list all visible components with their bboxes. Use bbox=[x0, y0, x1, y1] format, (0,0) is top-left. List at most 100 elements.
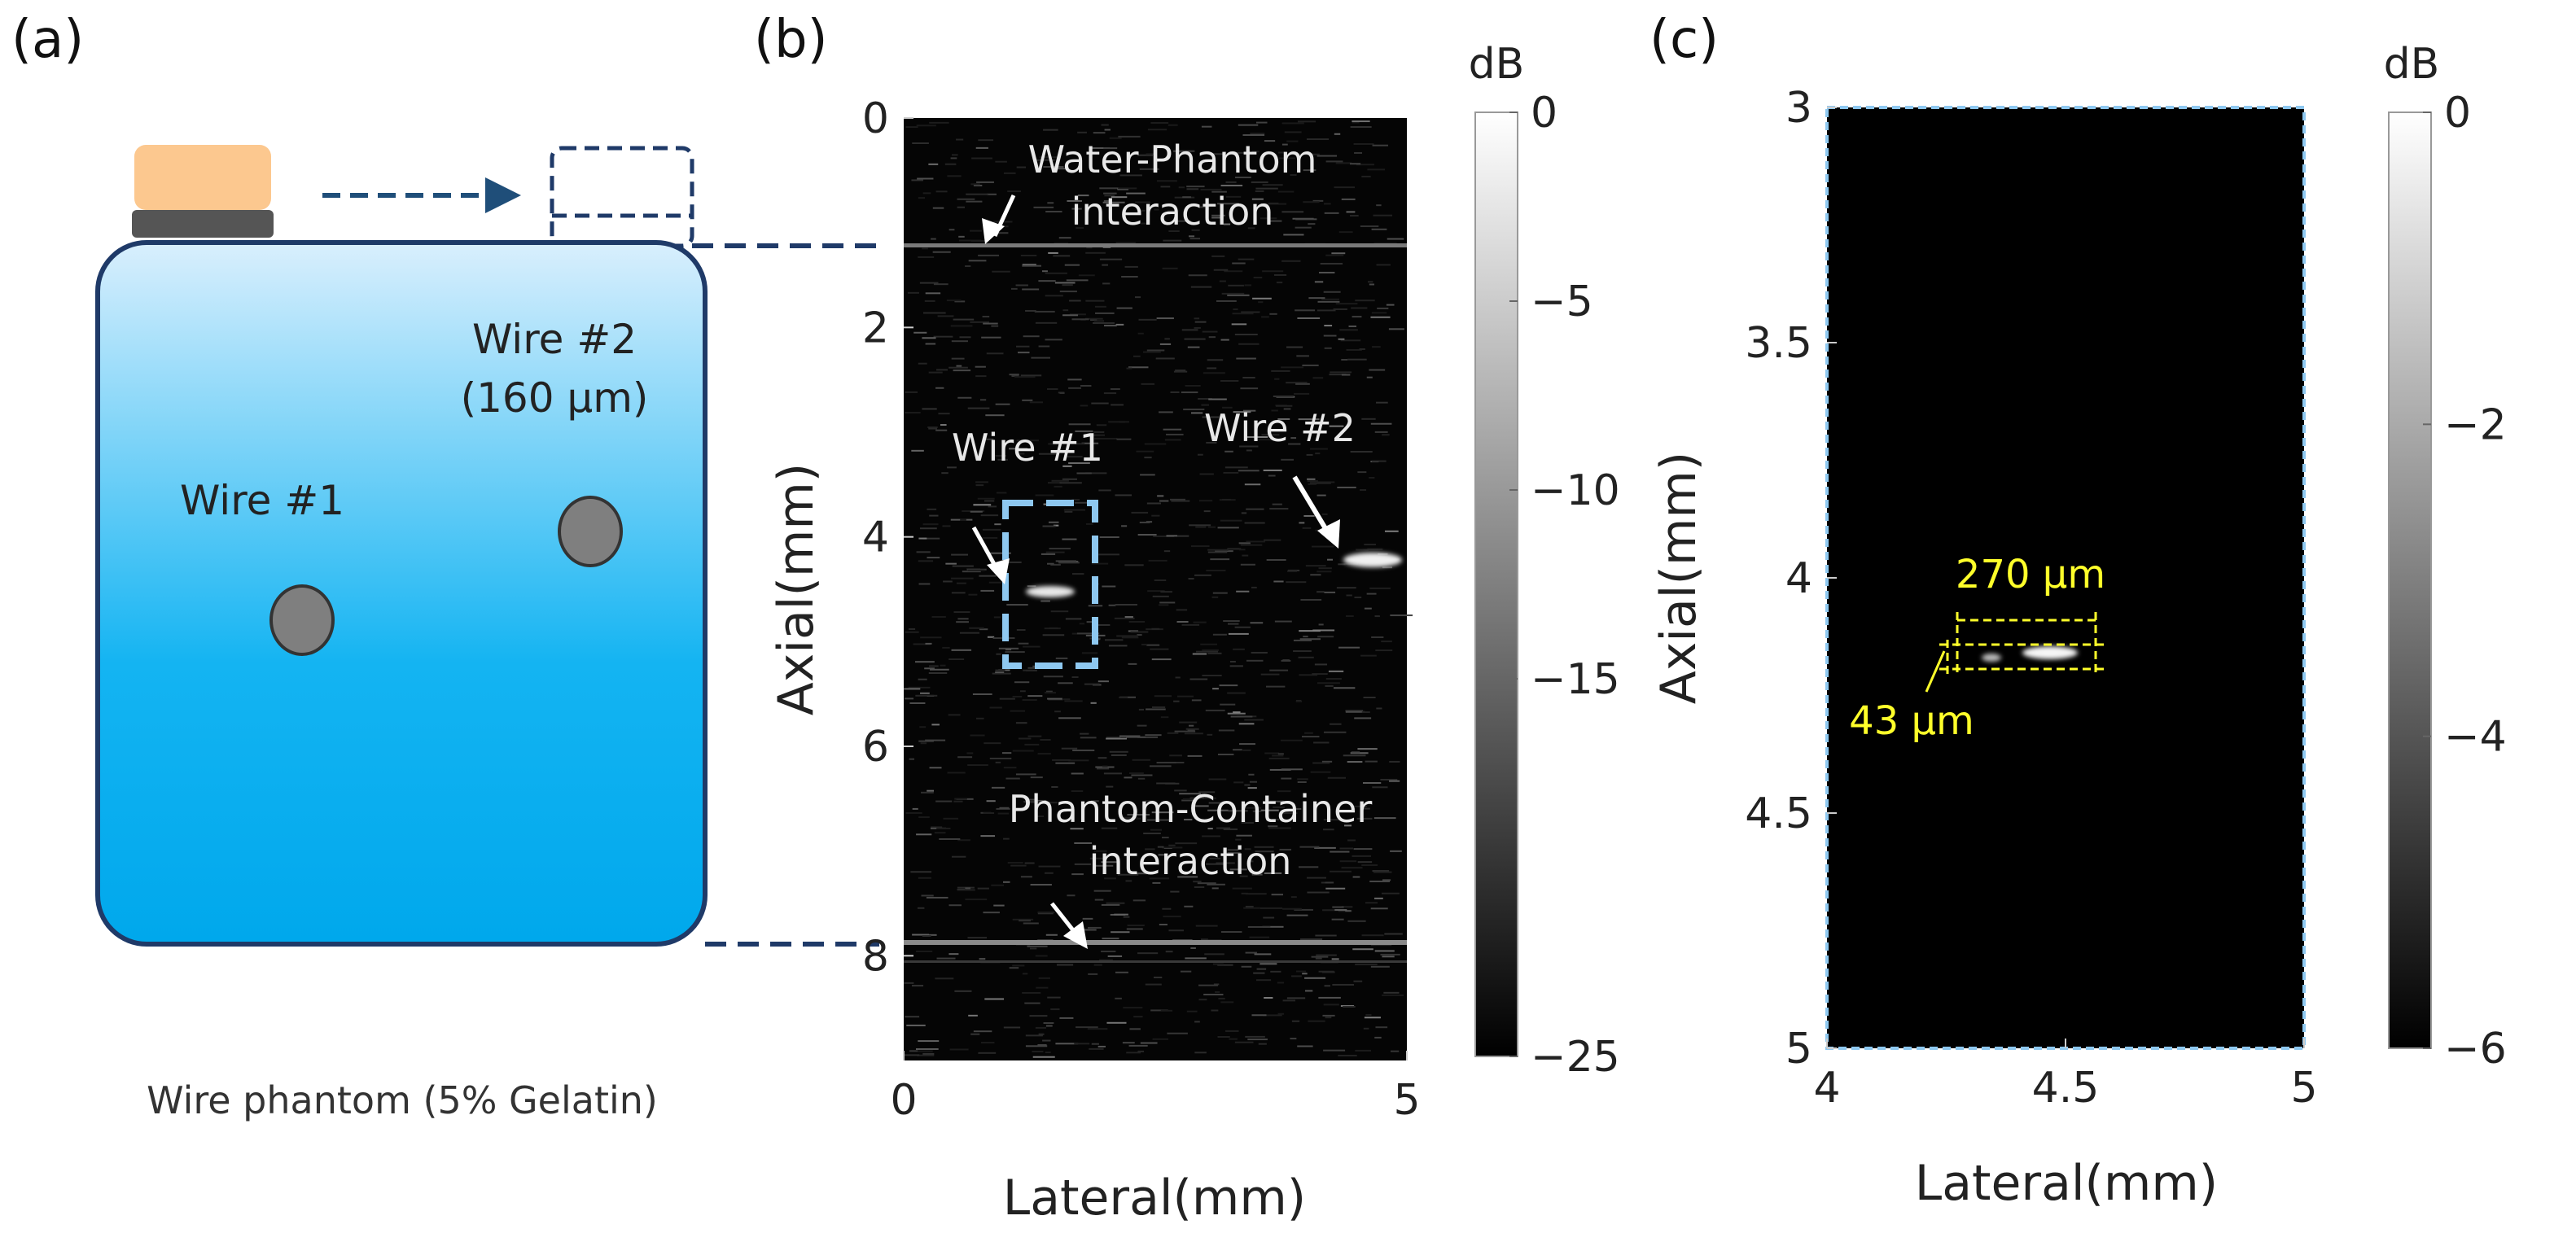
speckle-dot bbox=[966, 752, 974, 754]
speckle-dot bbox=[1030, 884, 1052, 886]
speckle-dot bbox=[1024, 862, 1035, 864]
speckle-dot bbox=[1229, 1038, 1238, 1040]
speckle-dot bbox=[1369, 283, 1375, 286]
speckle-dot bbox=[1037, 1043, 1047, 1046]
speckle-dot bbox=[1314, 663, 1328, 666]
speckle-dot bbox=[1252, 297, 1272, 300]
speckle-dot bbox=[1223, 471, 1239, 474]
speckle-dot bbox=[1027, 945, 1048, 947]
speckle-dot bbox=[1163, 916, 1181, 918]
speckle-dot bbox=[1248, 773, 1255, 776]
speckle-dot bbox=[1316, 954, 1337, 956]
speckle-dot bbox=[1101, 861, 1118, 864]
speckle-dot bbox=[1150, 648, 1169, 650]
speckle-dot bbox=[1244, 483, 1261, 486]
colorbar-tick-label: 0 bbox=[1531, 89, 1557, 138]
speckle-dot bbox=[1176, 621, 1189, 623]
speckle-dot bbox=[1299, 846, 1320, 848]
speckle-dot bbox=[905, 631, 919, 633]
speckle-dot bbox=[1286, 140, 1299, 142]
speckle-dot bbox=[1119, 735, 1141, 737]
speckle-dot bbox=[1244, 284, 1252, 286]
speckle-dot bbox=[1297, 781, 1307, 784]
speckle-dot bbox=[943, 817, 959, 820]
speckle-dot bbox=[1327, 558, 1334, 561]
speckle-dot bbox=[1024, 743, 1040, 746]
speckle-dot bbox=[1020, 255, 1037, 257]
speckle-dot bbox=[1162, 837, 1169, 839]
speckle-dot bbox=[1137, 534, 1157, 536]
speckle-dot bbox=[1287, 569, 1300, 571]
speckle-dot bbox=[953, 318, 975, 321]
speckle-dot bbox=[1153, 535, 1175, 537]
speckle-dot bbox=[1334, 186, 1355, 189]
speckle-dot bbox=[1136, 450, 1154, 453]
speckle-dot bbox=[998, 647, 1019, 649]
speckle-dot bbox=[1308, 483, 1317, 485]
speckle-dot bbox=[1364, 544, 1376, 546]
speckle-dot bbox=[1278, 812, 1298, 815]
speckle-dot bbox=[1248, 860, 1254, 863]
speckle-dot bbox=[1382, 566, 1393, 569]
speckle-dot bbox=[1219, 684, 1238, 687]
speckle-dot bbox=[1022, 288, 1040, 291]
speckle-dot bbox=[942, 525, 951, 527]
speckle-dot bbox=[915, 1048, 939, 1051]
speckle-dot bbox=[1365, 760, 1378, 763]
speckle-dot bbox=[1345, 711, 1365, 713]
speckle-dot bbox=[1286, 581, 1307, 584]
speckle-dot bbox=[978, 1052, 997, 1054]
speckle-dot bbox=[1286, 997, 1306, 999]
y-tick-label: 5 bbox=[1785, 1025, 1812, 1074]
speckle-dot bbox=[1071, 873, 1084, 876]
speckle-dot bbox=[1220, 184, 1243, 186]
speckle-dot bbox=[966, 568, 987, 571]
speckle-dot bbox=[1181, 391, 1198, 394]
speckle-dot bbox=[1212, 963, 1224, 965]
speckle-dot bbox=[1238, 723, 1255, 725]
speckle-dot bbox=[1168, 844, 1176, 846]
speckle-dot bbox=[1240, 563, 1255, 566]
speckle-dot bbox=[1126, 928, 1143, 930]
speckle-dot bbox=[1099, 536, 1119, 539]
panel-b-colorbar bbox=[1474, 112, 1518, 1057]
speckle-dot bbox=[1205, 709, 1225, 711]
speckle-dot bbox=[1317, 300, 1340, 303]
speckle-dot bbox=[1325, 678, 1342, 680]
speckle-dot bbox=[1231, 323, 1247, 326]
speckle-dot bbox=[1128, 1044, 1148, 1047]
speckle-dot bbox=[1044, 802, 1058, 804]
speckle-dot bbox=[1093, 321, 1115, 324]
speckle-dot bbox=[1088, 926, 1102, 929]
speckle-dot bbox=[1357, 748, 1378, 750]
speckle-dot bbox=[1376, 401, 1388, 404]
speckle-dot bbox=[1097, 680, 1109, 683]
speckle-dot bbox=[970, 734, 985, 737]
speckle-dot bbox=[1138, 209, 1146, 212]
y-tick-label: 4 bbox=[862, 514, 889, 562]
speckle-dot bbox=[1022, 399, 1033, 401]
speckle-dot bbox=[989, 706, 1002, 709]
speckle-dot bbox=[1290, 896, 1297, 899]
speckle-dot bbox=[1080, 737, 1097, 739]
speckle-dot bbox=[1190, 286, 1212, 288]
speckle-dot bbox=[1090, 318, 1097, 321]
speckle-dot bbox=[947, 175, 962, 177]
speckle-dot bbox=[997, 812, 1010, 815]
speckle-dot bbox=[1197, 453, 1203, 456]
speckle-dot bbox=[979, 399, 987, 401]
speckle-dot bbox=[1114, 617, 1135, 619]
speckle-dot bbox=[1189, 524, 1211, 527]
speckle-dot bbox=[1318, 567, 1332, 570]
speckle-dot bbox=[924, 667, 935, 670]
x-tick-label: 5 bbox=[2290, 1064, 2317, 1113]
speckle-dot bbox=[1347, 358, 1367, 361]
speckle-dot bbox=[962, 571, 981, 573]
speckle-dot bbox=[1118, 187, 1137, 190]
speckle-dot bbox=[1093, 132, 1106, 134]
width-measurement: 270 µm bbox=[1956, 552, 2105, 597]
x-tick-label: 4 bbox=[1813, 1064, 1840, 1113]
speckle-dot bbox=[1094, 899, 1104, 901]
speckle-dot bbox=[920, 742, 927, 745]
speckle-dot bbox=[957, 839, 970, 842]
